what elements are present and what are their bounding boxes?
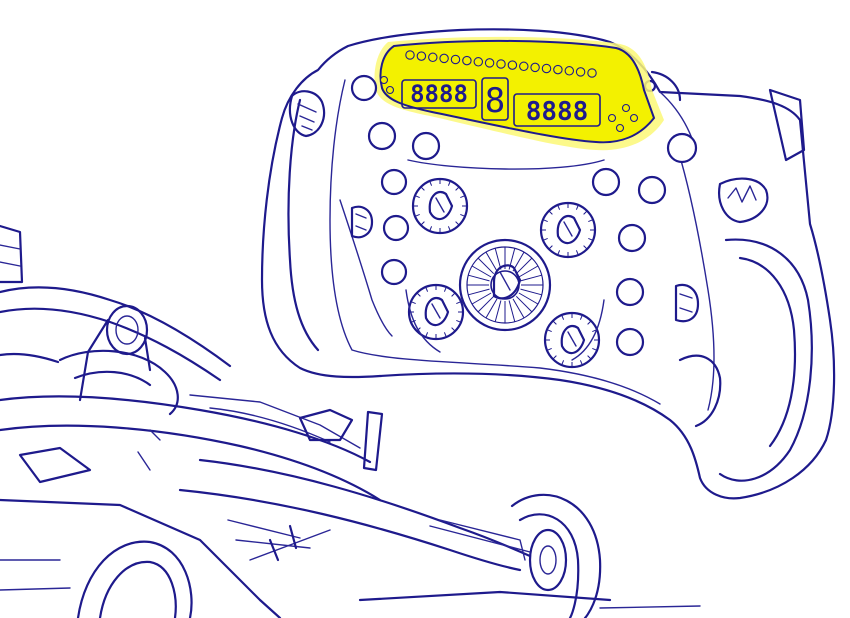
dial-spoke — [494, 300, 502, 322]
dial-spoke — [515, 295, 533, 313]
shift-light — [530, 62, 540, 73]
right-button-column — [591, 132, 698, 357]
shift-light — [564, 66, 575, 76]
shift-light — [473, 57, 484, 67]
rotary-knob-icon — [407, 283, 465, 341]
race-car-icon — [0, 224, 701, 618]
dial-spoke — [471, 265, 492, 278]
display-panel: 8888 8 8888 — [374, 36, 664, 151]
steering-wheel-icon: 8888 8 8888 — [260, 28, 836, 500]
button-r6 — [615, 327, 645, 357]
rotary-knob-icon — [543, 311, 601, 369]
shift-light — [439, 53, 449, 64]
shift-light — [405, 50, 415, 60]
dial-spoke — [485, 251, 498, 272]
left-readout: 8888 — [401, 79, 477, 109]
shift-light — [575, 67, 586, 77]
dial-spoke — [477, 257, 495, 275]
button-l2 — [367, 121, 397, 151]
dial-spoke — [471, 292, 492, 305]
button-r3 — [637, 175, 667, 205]
shift-light — [496, 59, 506, 69]
button-l4 — [380, 168, 408, 196]
rotary-knob-icon — [411, 177, 469, 235]
button-l6 — [380, 258, 408, 286]
button-r1 — [666, 132, 698, 164]
left-button-column — [350, 74, 441, 286]
dial-spoke — [485, 298, 498, 319]
dial-spoke — [520, 274, 542, 282]
shift-light — [507, 60, 518, 70]
right-readout: 8888 — [513, 93, 601, 127]
right-readout-digits: 8888 — [526, 97, 589, 127]
left-readout-digits: 8888 — [410, 80, 468, 108]
shift-light — [428, 52, 438, 63]
button-l1 — [350, 74, 378, 102]
button-l5 — [382, 214, 410, 242]
shift-light-row — [405, 50, 597, 78]
dial-spoke — [515, 257, 533, 275]
dial-spoke — [477, 295, 495, 313]
dial-spoke — [518, 292, 539, 305]
dial-spoke — [512, 298, 525, 319]
dial-spoke — [468, 288, 490, 296]
shift-light — [450, 54, 461, 65]
shift-light — [541, 63, 552, 74]
button-r2 — [591, 167, 621, 197]
shift-light — [484, 58, 495, 68]
gear-digit: 8 — [485, 81, 505, 121]
gear-readout: 8 — [481, 77, 509, 121]
button-r4 — [617, 223, 647, 253]
dial-spoke — [508, 300, 516, 322]
button-l3 — [411, 131, 441, 161]
shift-light — [587, 68, 597, 78]
shift-light — [553, 64, 563, 75]
center-dial — [458, 238, 552, 332]
button-r5 — [615, 277, 645, 307]
rotary-knobs — [407, 177, 601, 369]
dial-spoke — [494, 248, 502, 270]
dial-spoke — [468, 274, 490, 282]
dial-spoke — [518, 265, 539, 278]
rotary-knob-icon — [539, 201, 597, 259]
shift-light — [519, 61, 529, 72]
shift-light — [462, 55, 472, 66]
dial-spoke — [520, 288, 542, 296]
shift-light — [416, 51, 427, 61]
